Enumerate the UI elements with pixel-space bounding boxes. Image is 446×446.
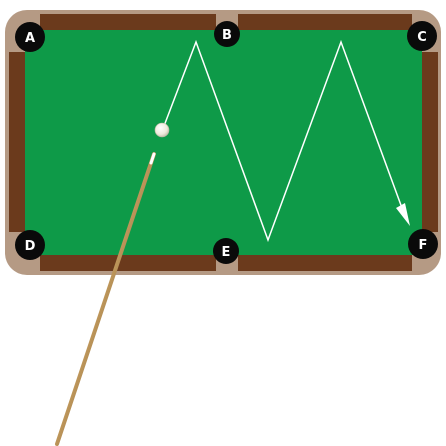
pocket-c[interactable]: C [407,21,437,51]
table-rail-bottom-right [238,254,412,271]
pocket-label: A [25,31,35,46]
table-rail-top-left [40,14,216,31]
table-rail-right [421,52,438,232]
pocket-label: F [419,238,428,253]
table-rail-left [9,52,26,232]
pocket-a[interactable]: A [15,22,45,52]
table-rail-top-right [238,14,412,31]
pocket-label: D [25,239,36,254]
table-felt [25,30,422,255]
pocket-label: C [417,30,427,45]
pocket-f[interactable]: F [408,229,438,259]
pocket-label: E [222,245,231,260]
pocket-d[interactable]: D [15,230,45,260]
pocket-b[interactable]: B [214,21,240,47]
pocket-e[interactable]: E [213,238,239,264]
table-rail-bottom-left [40,254,216,271]
pocket-label: B [222,28,232,43]
cue-ball[interactable] [155,123,169,137]
